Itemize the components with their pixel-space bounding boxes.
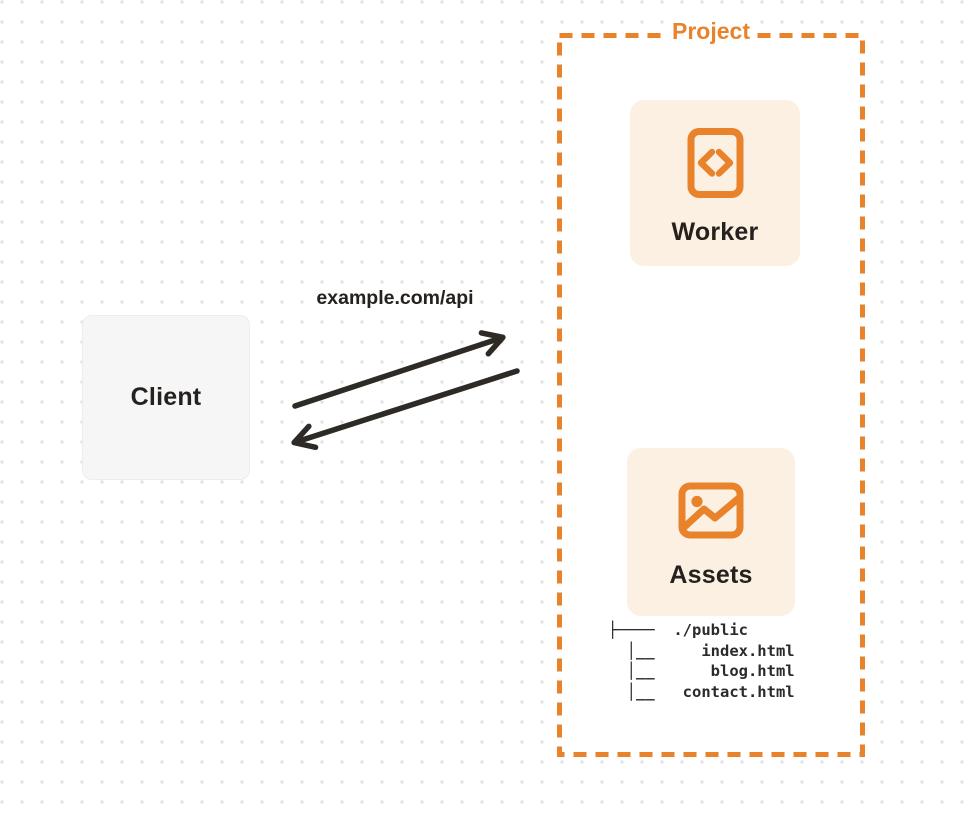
image-icon xyxy=(678,482,744,539)
project-container: Project Worker xyxy=(557,18,865,757)
assets-label: Assets xyxy=(669,561,753,589)
request-url-label: example.com/api xyxy=(316,287,474,309)
file-tree-line-contact: │__ contact.html xyxy=(608,682,795,701)
worker-label: Worker xyxy=(671,218,759,246)
request-arrow xyxy=(292,330,506,409)
assets-node: Assets xyxy=(627,448,795,616)
file-tree-line-public: ├──── ./public xyxy=(608,621,748,639)
worker-node: Worker xyxy=(630,100,800,266)
response-arrow xyxy=(291,368,520,451)
client-label: Client xyxy=(130,383,202,411)
project-title: Project xyxy=(665,18,757,45)
client-node: Client xyxy=(82,315,250,480)
file-tree-line-blog: │__ blog.html xyxy=(608,662,795,680)
file-tree: ├──── ./public │__ index.html │__ blog.h… xyxy=(608,620,795,702)
code-file-icon xyxy=(687,128,744,198)
file-tree-line-index: │__ index.html xyxy=(608,641,795,660)
